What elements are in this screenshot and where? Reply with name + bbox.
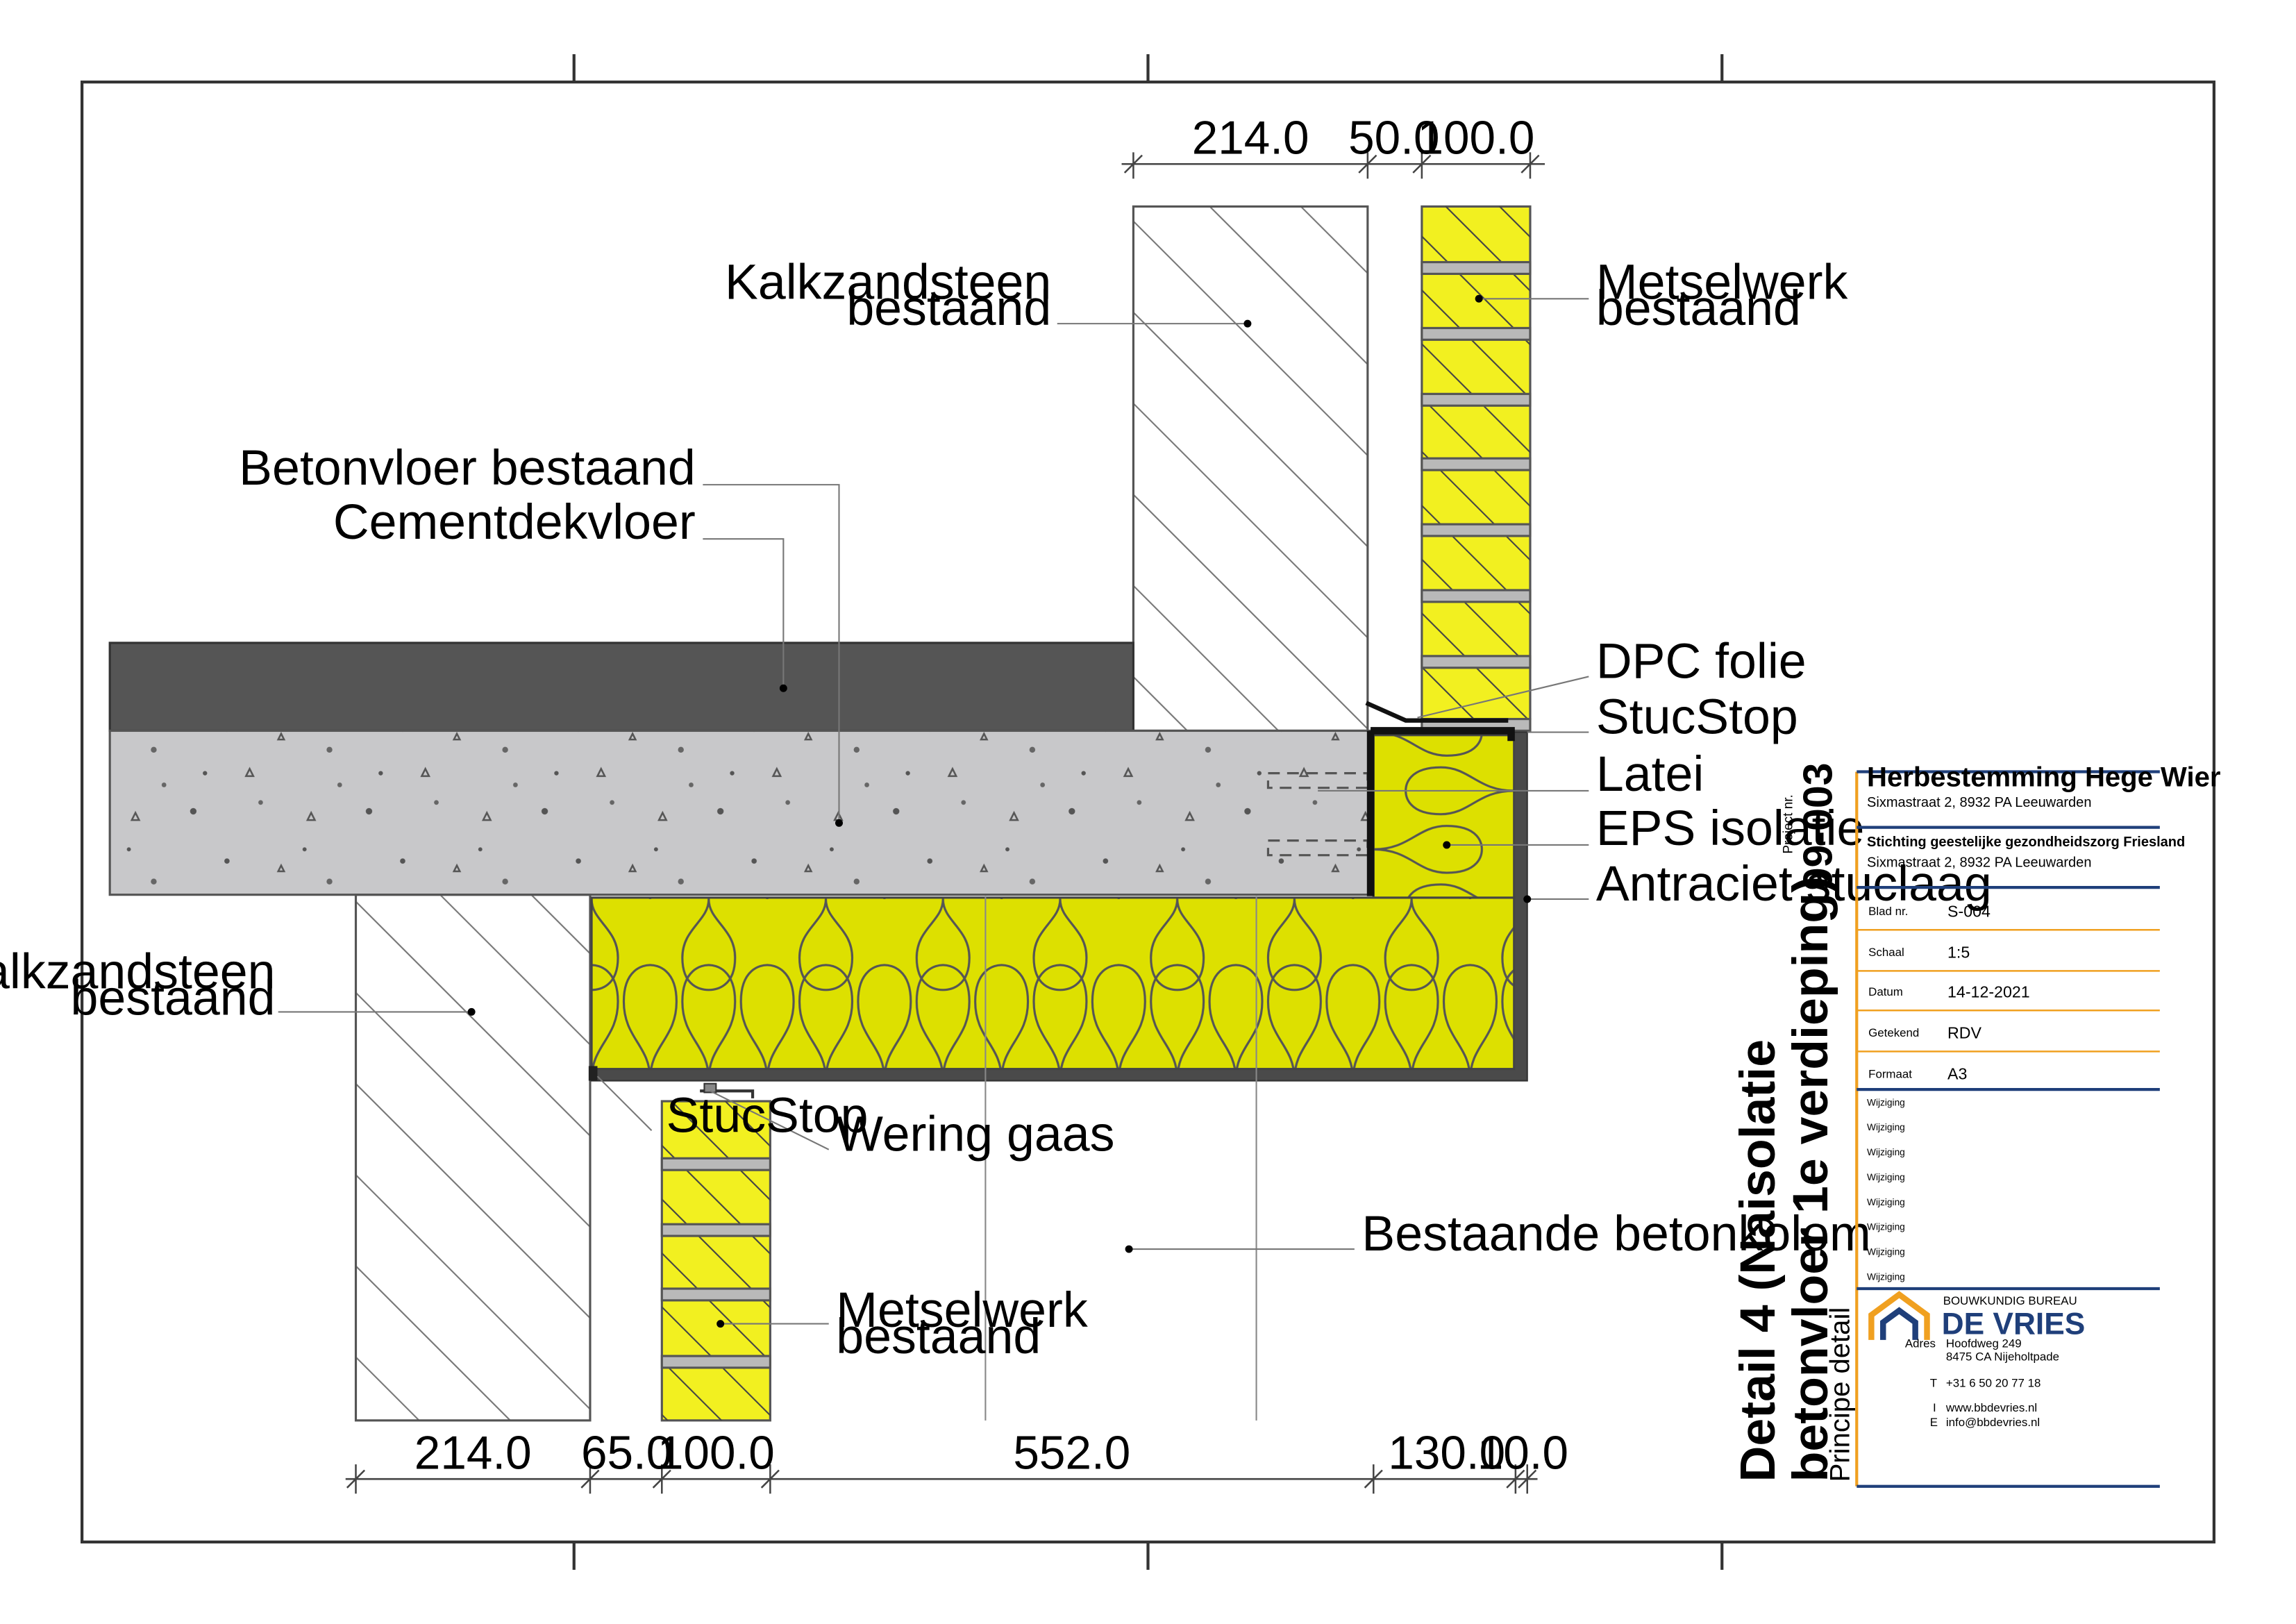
dim-bottom-2: 65.0 xyxy=(581,1427,672,1479)
revision-1: Wijziging xyxy=(1867,1097,1905,1107)
leader-lines xyxy=(278,298,1589,1325)
revision-8: Wijziging xyxy=(1867,1271,1905,1282)
dimension-line-bottom xyxy=(345,1464,1538,1494)
field-label-schaal: Schaal xyxy=(1868,946,1904,959)
label-metselwerk-lower: Metselwerk xyxy=(836,1282,1088,1338)
field-label-datum: Datum xyxy=(1868,985,1903,998)
revision-2: Wijziging xyxy=(1867,1122,1905,1132)
field-label-formaat: Formaat xyxy=(1868,1067,1912,1080)
revision-7: Wijziging xyxy=(1867,1246,1905,1257)
metselwerk-upper-wall xyxy=(1421,205,1532,733)
email-value: info@bbdevries.nl xyxy=(1946,1416,2040,1429)
label-cementdekvloer: Cementdekvloer xyxy=(333,494,696,550)
cementdekvloer-layer xyxy=(108,642,1134,733)
project-nr: 99-003 xyxy=(1795,762,1841,890)
revision-4: Wijziging xyxy=(1867,1172,1905,1182)
field-value-blad: S-004 xyxy=(1947,902,1991,920)
title-block: Detail 4 (Naisolatie betonvloer 1e verdi… xyxy=(1730,762,2221,1488)
adres-line1: Hoofdweg 249 xyxy=(1946,1337,2022,1350)
dim-top-3: 100.0 xyxy=(1418,112,1535,164)
label-stucstop-right: StucStop xyxy=(1596,689,1798,745)
sheet-marks xyxy=(572,54,1724,1570)
field-value-datum: 14-12-2021 xyxy=(1947,982,2030,1001)
leader-dots xyxy=(467,294,1532,1328)
label-eps-isolatie: EPS isolatie xyxy=(1596,801,1865,856)
company-small: BOUWKUNDIG BUREAU xyxy=(1943,1294,2077,1307)
label-kalkzandsteen-lower: Kalkzandsteen xyxy=(0,944,276,1000)
label-latei: Latei xyxy=(1596,746,1704,802)
dim-bottom-6: 10.0 xyxy=(1477,1427,1568,1479)
label-dpc-folie: DPC folie xyxy=(1596,634,1807,689)
label-kalkzandsteen-upper: Kalkzandsteen xyxy=(725,254,1051,310)
dim-bottom-5: 130.0 xyxy=(1388,1427,1505,1479)
field-label-blad: Blad nr. xyxy=(1868,905,1908,918)
drawing-subtitle: Principe detail xyxy=(1825,1307,1856,1482)
label-betonkolom: Bestaande betonkolom xyxy=(1361,1206,1870,1262)
client-address: Sixmastraat 2, 8932 PA Leeuwarden xyxy=(1867,855,2091,871)
wering-gaas-clip xyxy=(703,1082,717,1094)
wering-gaas xyxy=(700,1089,755,1098)
label-wering-gaas: Wering gaas xyxy=(836,1107,1114,1162)
kalkzandsteen-upper-wall xyxy=(1132,205,1369,733)
label-antraciet-stuclaag: Antraciet stuclaag xyxy=(1596,856,1992,912)
label-metselwerk-lower-2: bestaand xyxy=(836,1309,1041,1364)
label-metselwerk-upper-2: bestaand xyxy=(1596,281,1801,336)
adres-line2: 8475 CA Nijeholtpade xyxy=(1946,1350,2059,1363)
dpc-folie xyxy=(1365,701,1515,896)
project-name: Herbestemming Hege Wier xyxy=(1867,762,2220,793)
revision-3: Wijziging xyxy=(1867,1147,1905,1157)
dim-top-1: 214.0 xyxy=(1192,112,1309,164)
reference-lines xyxy=(984,896,1257,1421)
field-label-getekend: Getekend xyxy=(1868,1026,1919,1039)
metselwerk-lower-wall xyxy=(660,1100,771,1422)
field-value-getekend: RDV xyxy=(1947,1023,1981,1041)
company-logo xyxy=(1868,1291,1930,1340)
project-address: Sixmastraat 2, 8932 PA Leeuwarden xyxy=(1867,795,2091,810)
betonvloer-texture xyxy=(110,730,1371,895)
adres-label: Adres xyxy=(1905,1337,1936,1350)
email-label: E xyxy=(1930,1416,1938,1429)
field-value-schaal: 1:5 xyxy=(1947,943,1970,961)
eps-isolatie-bottom xyxy=(590,896,1516,1071)
dim-bottom-1: 214.0 xyxy=(414,1427,532,1479)
dim-bottom-4: 552.0 xyxy=(1013,1427,1130,1479)
kalkzandsteen-lower-wall xyxy=(354,894,592,1422)
company-name: DE VRIES xyxy=(1942,1307,2086,1341)
revision-6: Wijziging xyxy=(1867,1222,1905,1232)
label-kalkzandsteen-lower-2: bestaand xyxy=(71,971,276,1026)
dim-top-2: 50.0 xyxy=(1348,112,1439,164)
label-betonvloer: Betonvloer bestaand xyxy=(239,440,696,496)
web-label: I xyxy=(1933,1401,1936,1414)
tel-value: +31 6 50 20 77 18 xyxy=(1946,1376,2041,1389)
label-metselwerk-upper: Metselwerk xyxy=(1596,254,1848,310)
tel-label: T xyxy=(1930,1376,1937,1389)
dim-bottom-3: 100.0 xyxy=(657,1427,775,1479)
stucstop-bottom-profile xyxy=(588,1066,598,1081)
web-value: www.bbdevries.nl xyxy=(1945,1401,2037,1414)
label-kalkzandsteen-upper-2: bestaand xyxy=(846,281,1051,336)
field-value-formaat: A3 xyxy=(1947,1064,1967,1082)
drawing-title-line1: Detail 4 (Naisolatie xyxy=(1730,1039,1786,1482)
eps-isolatie-edge xyxy=(1372,734,1516,899)
label-stucstop-bottom: StucStop xyxy=(667,1087,869,1143)
project-nr-label: Project nr. xyxy=(1781,794,1795,853)
drawing-title-line2: betonvloer 1e verdieping) xyxy=(1783,876,1838,1482)
dimension-line-top xyxy=(1121,152,1545,179)
revision-5: Wijziging xyxy=(1867,1197,1905,1207)
client-name: Stichting geestelijke gezondheidszorg Fr… xyxy=(1867,835,2185,850)
